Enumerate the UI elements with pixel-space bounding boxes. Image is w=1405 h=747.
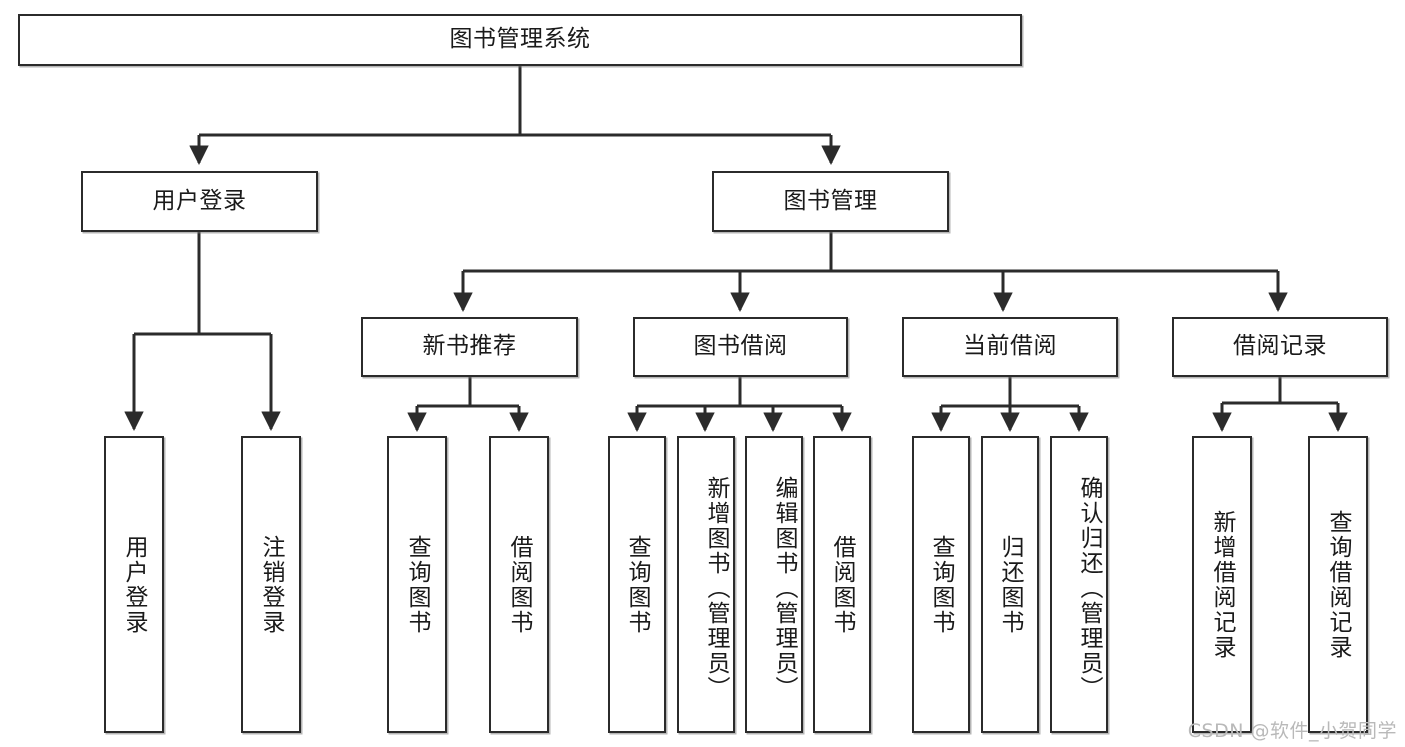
node-leaf-confirm-return[interactable]: 确认归还（管理员） bbox=[1050, 436, 1108, 733]
node-borrow-record[interactable]: 借阅记录 bbox=[1172, 317, 1388, 377]
node-leaf-add-record[interactable]: 新增借阅记录 bbox=[1192, 436, 1252, 733]
node-current-borrow[interactable]: 当前借阅 bbox=[902, 317, 1118, 377]
csdn-watermark: CSDN @软件_小贺同学 bbox=[1187, 720, 1397, 742]
node-leaf-add-record-label: 新增借阅记录 bbox=[1209, 509, 1235, 660]
node-new-book-recommend-label: 新书推荐 bbox=[422, 333, 517, 360]
node-leaf-edit-book-label: 编辑图书（管理员） bbox=[771, 476, 797, 701]
node-book-borrow[interactable]: 图书借阅 bbox=[633, 317, 848, 377]
node-leaf-return-book-label: 归还图书 bbox=[997, 534, 1023, 635]
node-book-borrow-label: 图书借阅 bbox=[693, 333, 788, 360]
node-leaf-borrow-book-2-label: 借阅图书 bbox=[829, 534, 855, 635]
node-leaf-add-book[interactable]: 新增图书（管理员） bbox=[677, 436, 735, 733]
node-leaf-user-login-label: 用户登录 bbox=[121, 534, 147, 635]
node-user-login[interactable]: 用户登录 bbox=[81, 171, 318, 232]
node-leaf-logout-label: 注销登录 bbox=[258, 534, 284, 635]
node-book-manage-label: 图书管理 bbox=[783, 187, 878, 214]
node-leaf-query-book-3-label: 查询图书 bbox=[928, 534, 954, 635]
node-root[interactable]: 图书管理系统 bbox=[18, 14, 1022, 66]
node-user-login-label: 用户登录 bbox=[152, 187, 247, 214]
node-leaf-logout[interactable]: 注销登录 bbox=[241, 436, 301, 733]
node-leaf-borrow-book-1[interactable]: 借阅图书 bbox=[489, 436, 549, 733]
node-leaf-edit-book[interactable]: 编辑图书（管理员） bbox=[745, 436, 803, 733]
node-leaf-query-book-1-label: 查询图书 bbox=[404, 534, 430, 635]
node-current-borrow-label: 当前借阅 bbox=[963, 333, 1057, 360]
node-leaf-borrow-book-2[interactable]: 借阅图书 bbox=[813, 436, 871, 733]
node-leaf-query-book-3[interactable]: 查询图书 bbox=[912, 436, 970, 733]
node-root-label: 图书管理系统 bbox=[449, 26, 591, 53]
node-new-book-recommend[interactable]: 新书推荐 bbox=[361, 317, 578, 377]
node-leaf-query-record[interactable]: 查询借阅记录 bbox=[1308, 436, 1368, 733]
node-leaf-add-book-label: 新增图书（管理员） bbox=[703, 476, 729, 701]
node-leaf-query-book-2[interactable]: 查询图书 bbox=[608, 436, 666, 733]
node-leaf-query-record-label: 查询借阅记录 bbox=[1325, 509, 1351, 660]
node-borrow-record-label: 借阅记录 bbox=[1233, 333, 1327, 360]
node-book-manage[interactable]: 图书管理 bbox=[712, 171, 949, 232]
node-leaf-query-book-1[interactable]: 查询图书 bbox=[387, 436, 447, 733]
node-leaf-borrow-book-1-label: 借阅图书 bbox=[506, 534, 532, 635]
node-leaf-confirm-return-label: 确认归还（管理员） bbox=[1076, 476, 1102, 701]
node-leaf-user-login[interactable]: 用户登录 bbox=[104, 436, 164, 733]
node-leaf-query-book-2-label: 查询图书 bbox=[624, 534, 650, 635]
node-leaf-return-book[interactable]: 归还图书 bbox=[981, 436, 1039, 733]
